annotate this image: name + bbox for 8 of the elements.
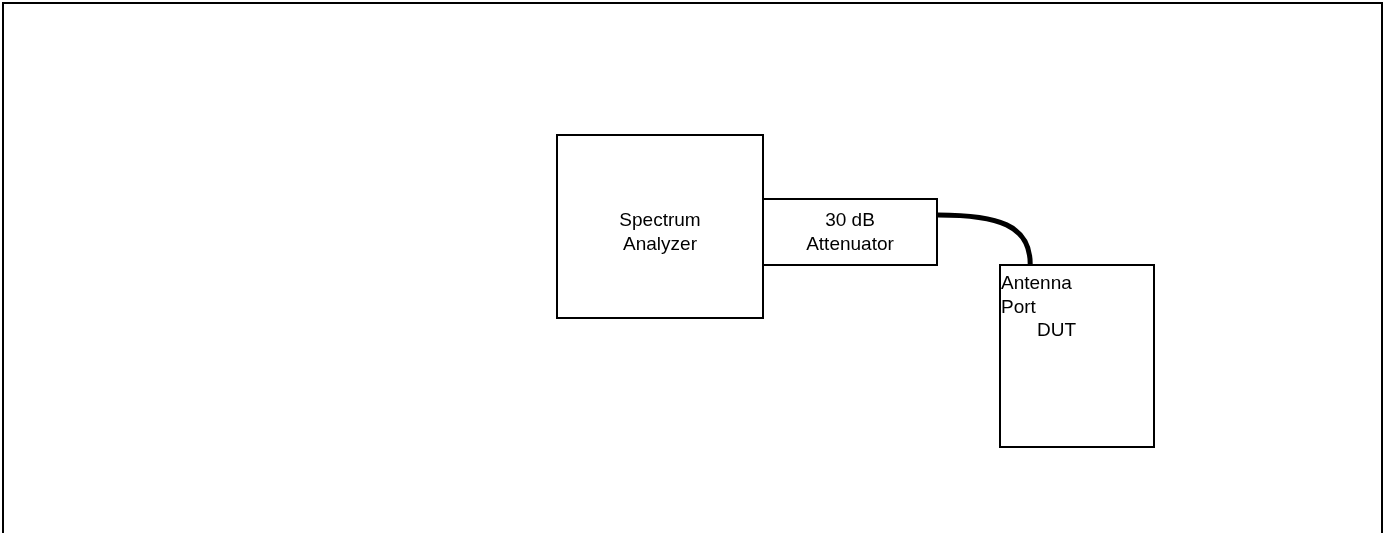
node-label: DUT bbox=[1037, 318, 1078, 342]
node-label: Spectrum Analyzer bbox=[618, 208, 702, 256]
port-label: Antenna Port bbox=[1001, 271, 1073, 319]
cable-line bbox=[937, 212, 1033, 265]
attenuator-box bbox=[762, 198, 938, 266]
device-box bbox=[999, 264, 1155, 448]
node-label: 30 dB Attenuator bbox=[805, 208, 895, 256]
analyzer-box bbox=[556, 134, 764, 319]
